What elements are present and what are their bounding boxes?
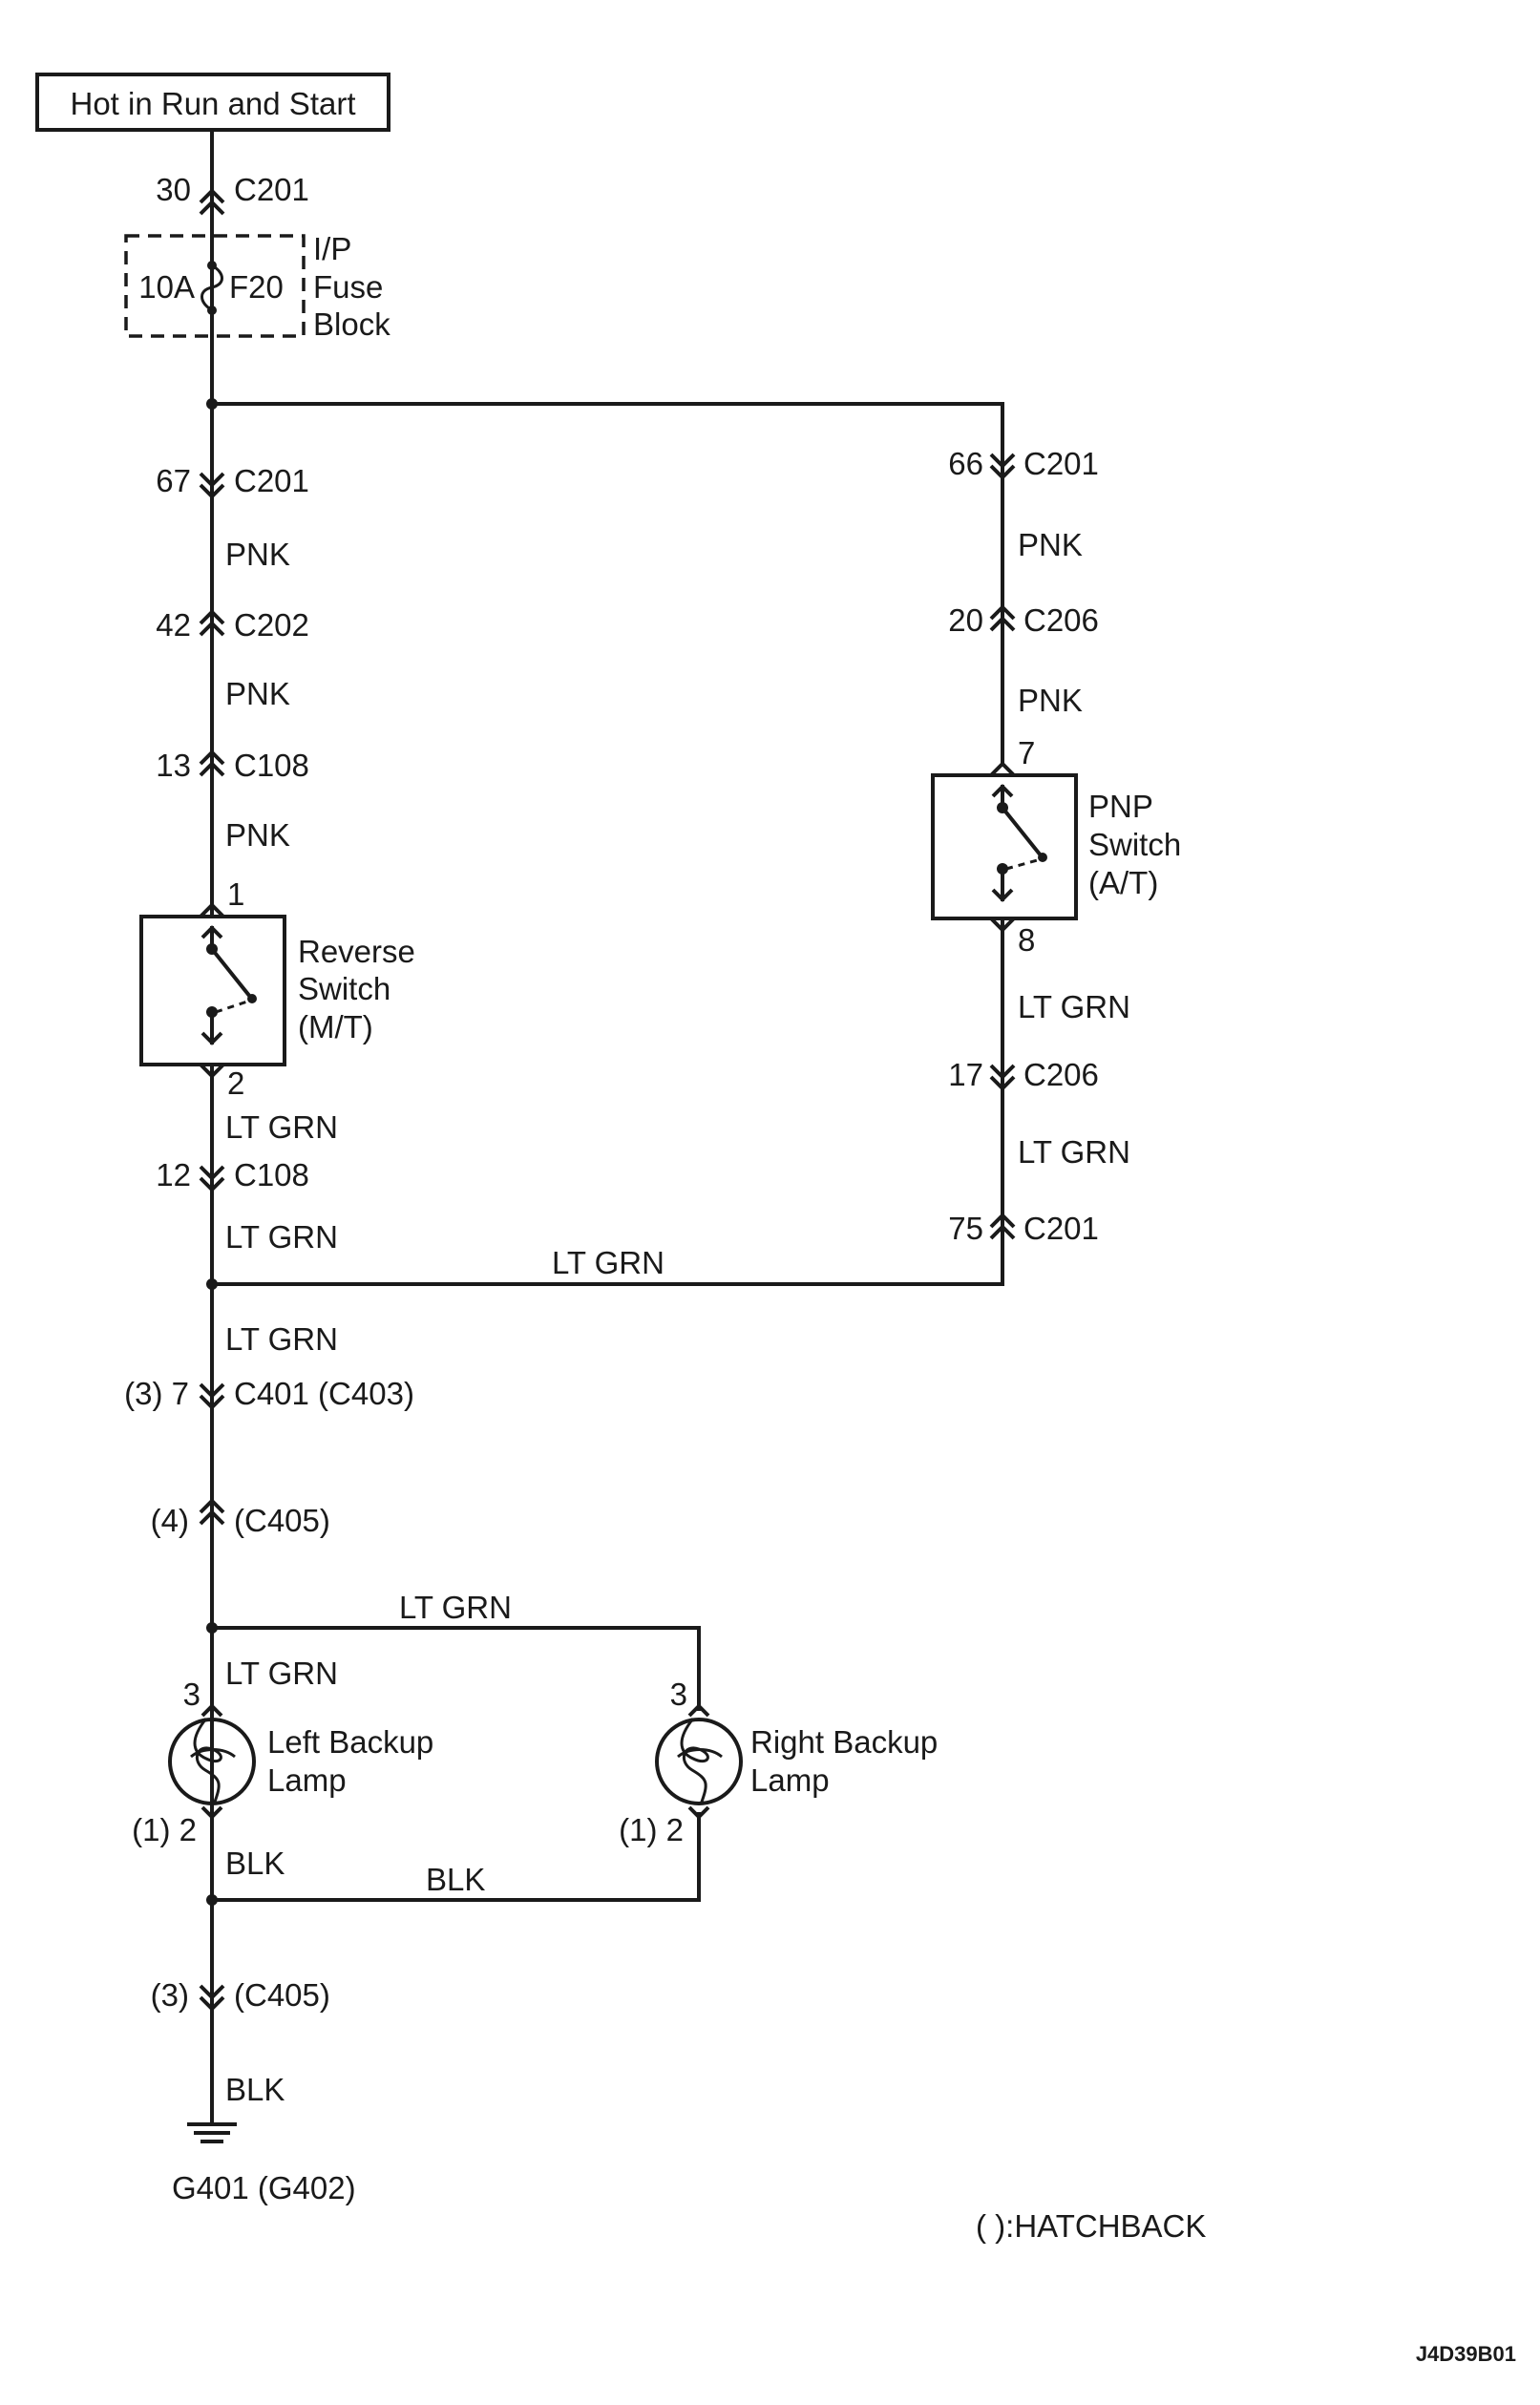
right-lamp-pin-out: (1) 2 xyxy=(619,1812,684,1847)
pnp-switch-pin-out: 8 xyxy=(1018,922,1035,958)
connector-id: C206 xyxy=(1023,1057,1099,1092)
left-backup-lamp: 3 (1) 2 Left Backup Lamp xyxy=(132,1677,433,1847)
diagram-code: J4D39B01 xyxy=(1416,2342,1516,2366)
left-lamp-filament xyxy=(193,1718,222,1805)
wire-color-label: LT GRN xyxy=(225,1656,338,1691)
power-source-box: Hot in Run and Start xyxy=(35,73,390,132)
splice-lt-grn xyxy=(206,1278,218,1290)
right-lamp-bulb xyxy=(655,1718,743,1805)
ground-symbol: G401 (G402) xyxy=(172,2122,356,2205)
power-source-label: Hot in Run and Start xyxy=(71,86,356,121)
reverse-switch-pin-in: 1 xyxy=(227,876,244,912)
wire-color-label: PNK xyxy=(225,676,290,711)
wire-color-label: PNK xyxy=(225,537,290,572)
left-lamp-pin-in: 3 xyxy=(183,1677,200,1712)
connector-id: (C405) xyxy=(234,1977,330,2013)
ground-label: G401 (G402) xyxy=(172,2170,356,2205)
right-lamp-label: Right Backup xyxy=(750,1724,938,1760)
connector-id: C401 (C403) xyxy=(234,1376,414,1411)
connector-id: C201 xyxy=(1023,1211,1099,1246)
connector-pin: (4) xyxy=(151,1503,189,1538)
connector-pin: (3) 7 xyxy=(124,1376,189,1411)
pnp-switch-label: (A/T) xyxy=(1088,865,1158,900)
connector-id: C201 xyxy=(234,172,309,207)
connector-pin: 66 xyxy=(948,446,983,481)
connector-id: C108 xyxy=(234,1157,309,1192)
connector-pin: 42 xyxy=(156,607,191,643)
wire-color-label: BLK xyxy=(225,1846,285,1881)
splice-top xyxy=(206,398,218,410)
reverse-switch: 1 2 Reverse Switch (M/T) xyxy=(139,876,415,1101)
fuse-block: 10A F20 I/P Fuse Block xyxy=(124,231,390,342)
reverse-switch-pin-out: 2 xyxy=(227,1065,244,1101)
right-lamp-label: Lamp xyxy=(750,1762,830,1798)
left-lamp-label: Lamp xyxy=(267,1762,347,1798)
connector-id: C108 xyxy=(234,748,309,783)
pnp-switch-pin-in: 7 xyxy=(1018,735,1035,770)
connector-pin: 20 xyxy=(948,602,983,638)
right-lamp-pin-in: 3 xyxy=(670,1677,687,1712)
wire-color-label: LT GRN xyxy=(1018,989,1130,1024)
connector-symbols xyxy=(199,188,1016,2012)
connector-pin: 12 xyxy=(156,1157,191,1192)
wire-color-label: LT GRN xyxy=(1018,1134,1130,1170)
connector-id: (C405) xyxy=(234,1503,330,1538)
hatchback-legend: ( ):HATCHBACK xyxy=(976,2208,1206,2244)
splice-points xyxy=(206,398,218,1906)
fuse-id: F20 xyxy=(229,269,284,305)
pnp-switch-box xyxy=(931,773,1078,920)
pnp-switch-label: Switch xyxy=(1088,827,1181,862)
fuse-rating: 10A xyxy=(138,269,195,305)
left-lamp-bulb xyxy=(168,1718,256,1805)
connector-id: C201 xyxy=(1023,446,1099,481)
connector-pin: 17 xyxy=(948,1057,983,1092)
wire-color-label: PNK xyxy=(225,817,290,853)
connector-pin: 67 xyxy=(156,463,191,498)
splice-lamp-ground xyxy=(206,1894,218,1906)
wire-color-label: PNK xyxy=(1018,527,1083,562)
reverse-switch-label: Reverse xyxy=(298,934,415,969)
reverse-switch-label: (M/T) xyxy=(298,1009,373,1044)
wire-color-label: BLK xyxy=(225,2072,285,2107)
connector-pin: (3) xyxy=(151,1977,189,2013)
splice-lamp-feed xyxy=(206,1622,218,1634)
connector-labels: 30 C201 67 C201 42 C202 13 C108 12 C108 … xyxy=(124,172,1099,2013)
connector-pin: 13 xyxy=(156,748,191,783)
connector-pin: 30 xyxy=(156,172,191,207)
wire-color-label: PNK xyxy=(1018,683,1083,718)
wire-color-label: LT GRN xyxy=(225,1321,338,1357)
wire-color-label: LT GRN xyxy=(225,1219,338,1255)
pnp-switch-label: PNP xyxy=(1088,789,1153,824)
pnp-switch: 7 8 PNP Switch (A/T) xyxy=(931,735,1181,958)
connector-id: C201 xyxy=(234,463,309,498)
right-backup-lamp: 3 (1) 2 Right Backup Lamp xyxy=(619,1677,938,1847)
right-lamp-filament xyxy=(680,1718,709,1805)
reverse-switch-label: Switch xyxy=(298,971,390,1006)
fuse-block-name: Fuse xyxy=(313,269,383,305)
left-lamp-label: Left Backup xyxy=(267,1724,433,1760)
fuse-block-outline xyxy=(124,234,306,338)
wire-color-label: LT GRN xyxy=(225,1109,338,1145)
fuse-symbol xyxy=(200,264,223,312)
wire-color-label: BLK xyxy=(426,1862,485,1897)
connector-id: C206 xyxy=(1023,602,1099,638)
wire-color-labels: PNK PNK PNK LT GRN LT GRN LT GRN LT GRN … xyxy=(225,527,1130,2107)
left-lamp-pin-out: (1) 2 xyxy=(132,1812,197,1847)
fuse-block-name: Block xyxy=(313,306,390,342)
connector-id: C202 xyxy=(234,607,309,643)
wire-color-label: LT GRN xyxy=(399,1590,512,1625)
wire-color-label: LT GRN xyxy=(552,1245,665,1280)
fuse-block-name: I/P xyxy=(313,231,351,266)
connector-pin: 75 xyxy=(948,1211,983,1246)
